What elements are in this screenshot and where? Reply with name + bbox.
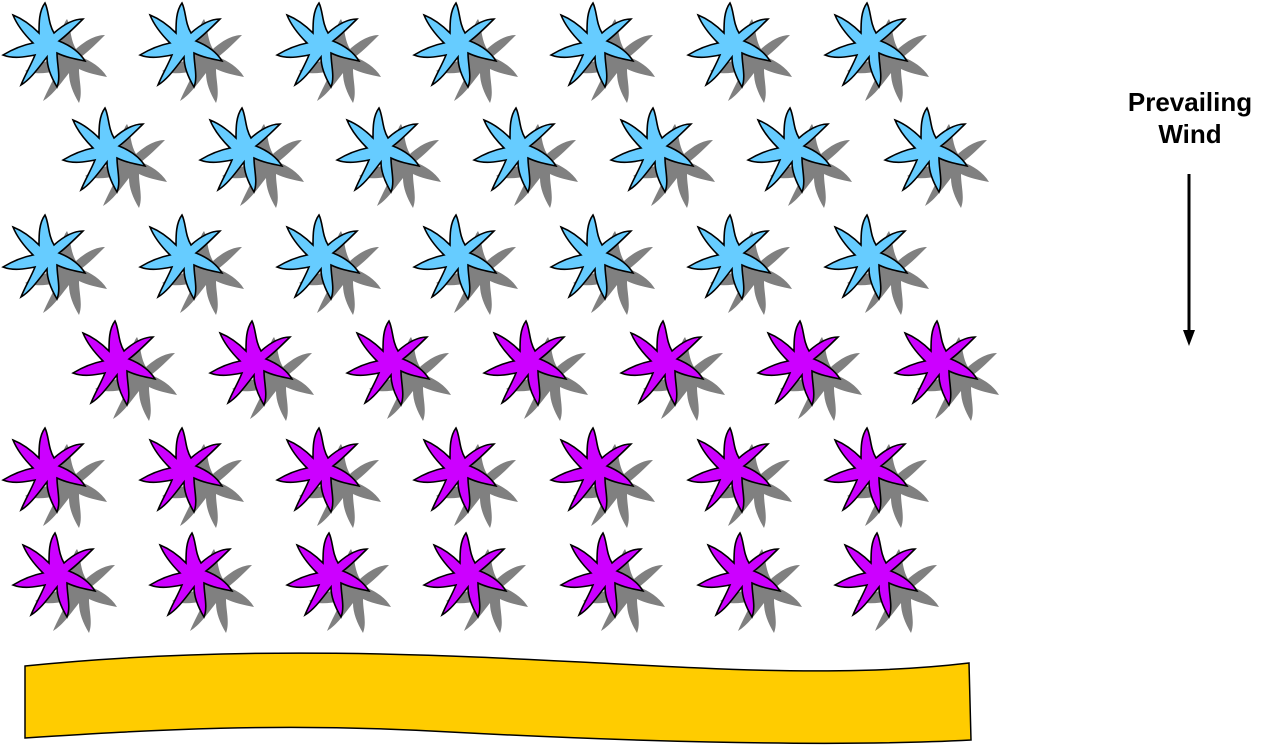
wind-label-line2: Wind — [1090, 118, 1271, 150]
plant-icon — [561, 533, 665, 633]
plant-icon — [825, 3, 929, 103]
plant-icon — [414, 215, 518, 315]
plant-icon — [63, 108, 167, 208]
plant-icon — [895, 321, 999, 421]
plant-icon — [337, 108, 441, 208]
plant-icon — [825, 215, 929, 315]
plant-icon — [210, 321, 314, 421]
plant-icon — [140, 3, 244, 103]
plant-icon — [3, 3, 107, 103]
plant-icon — [474, 108, 578, 208]
plant-icon — [73, 321, 177, 421]
plant-icon — [551, 3, 655, 103]
plant-icon — [140, 215, 244, 315]
plant-icon — [551, 428, 655, 528]
plant-icon — [551, 215, 655, 315]
plant-icon — [621, 321, 725, 421]
plant-icon — [688, 3, 792, 103]
plant-icon — [277, 428, 381, 528]
wind-label-line1: Prevailing — [1090, 86, 1271, 118]
plant-icon — [484, 321, 588, 421]
plant-icon — [885, 108, 989, 208]
yellow-banner — [25, 653, 971, 743]
plant-icon — [414, 428, 518, 528]
wind-arrow — [1183, 174, 1195, 346]
plant-icon — [698, 533, 802, 633]
plant-icon — [688, 428, 792, 528]
plant-icon — [3, 215, 107, 315]
plant-icon — [200, 108, 304, 208]
plant-icon — [277, 215, 381, 315]
plant-icon — [424, 533, 528, 633]
plant-icon — [758, 321, 862, 421]
plant-icon — [140, 428, 244, 528]
plant-icon — [277, 3, 381, 103]
plant-rows — [3, 3, 999, 633]
plant-icon — [688, 215, 792, 315]
plant-icon — [825, 428, 929, 528]
plant-icon — [414, 3, 518, 103]
plant-icon — [3, 428, 107, 528]
plant-icon — [13, 533, 117, 633]
plant-icon — [347, 321, 451, 421]
plant-icon — [611, 108, 715, 208]
plant-icon — [835, 533, 939, 633]
prevailing-wind-label: Prevailing Wind — [1090, 86, 1271, 150]
plant-icon — [287, 533, 391, 633]
plant-icon — [748, 108, 852, 208]
plant-icon — [150, 533, 254, 633]
